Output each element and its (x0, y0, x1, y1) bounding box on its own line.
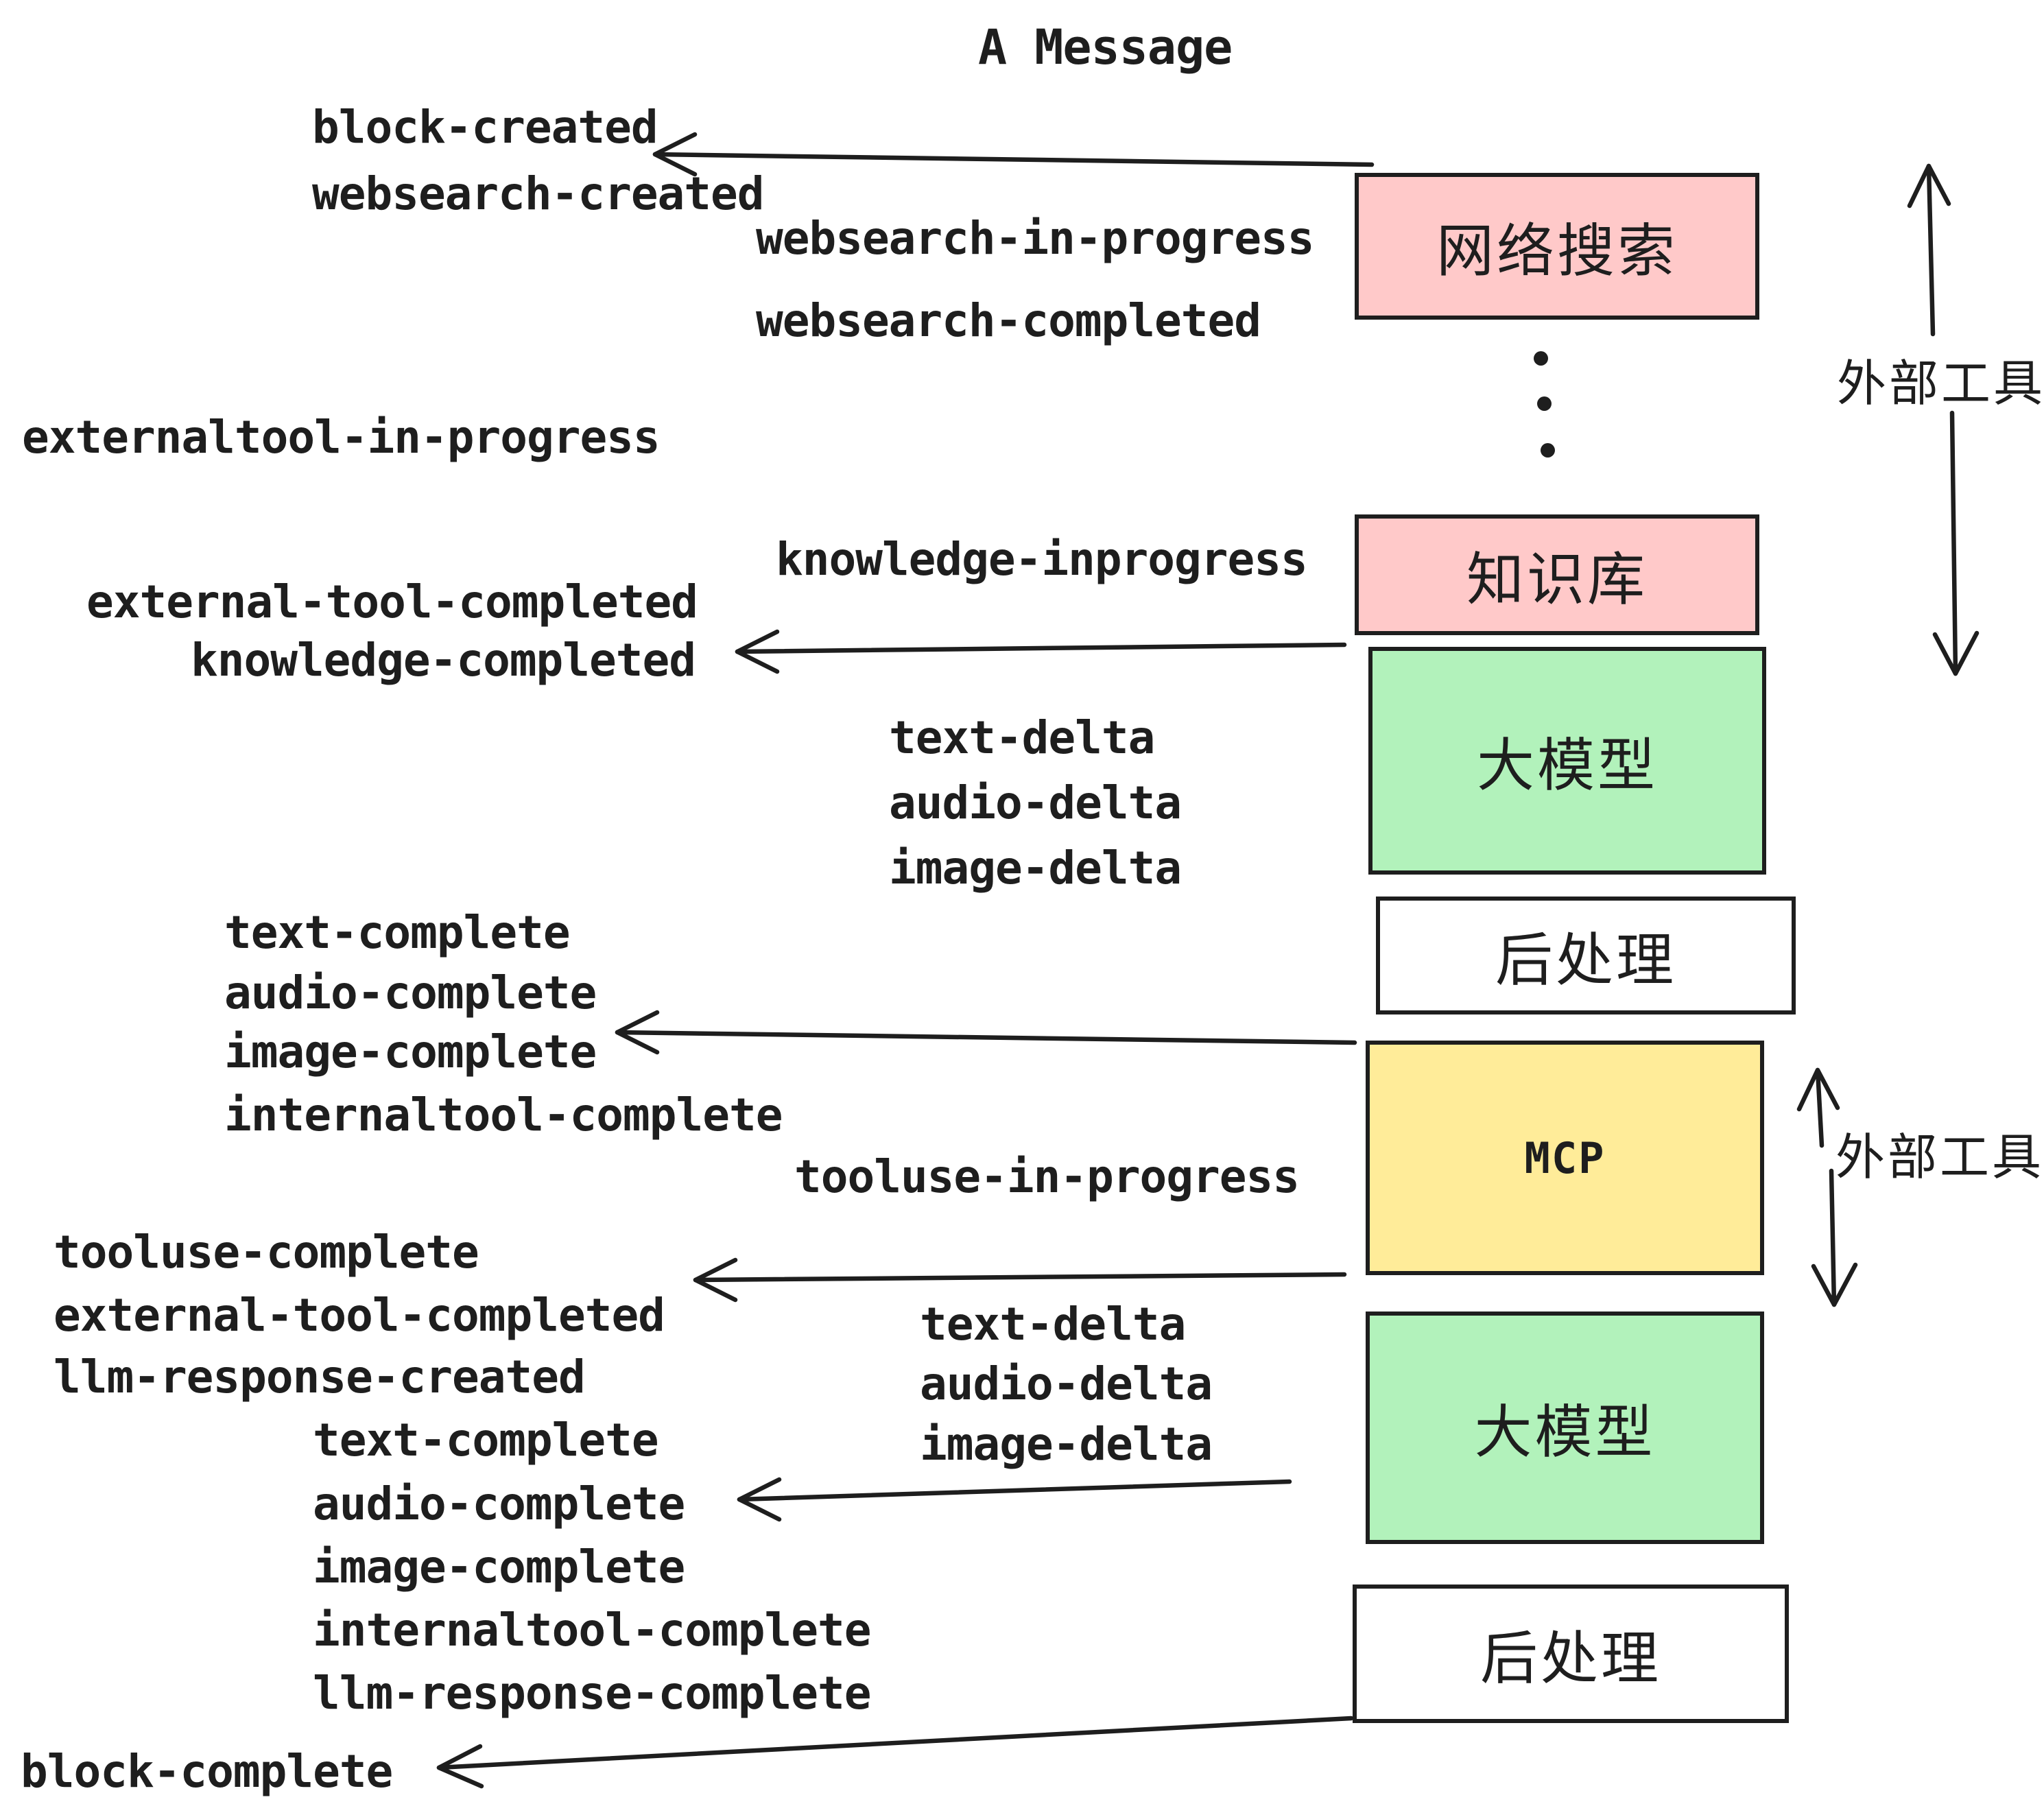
event-label-text-complete-2: text-complete (313, 1414, 659, 1467)
box-knowledge-base: 知识库 (1355, 514, 1759, 635)
event-label-external-tool-completed-2: external-tool-completed (54, 1289, 665, 1342)
box-llm-2: 大模型 (1366, 1312, 1764, 1544)
event-label-llm-response-created: llm-response-created (54, 1351, 586, 1403)
ellipsis-dot (1541, 443, 1555, 458)
box-postprocess-2: 后处理 (1353, 1585, 1789, 1723)
event-label-block-complete: block-complete (21, 1745, 393, 1798)
arrow-to-knowledge-completed (735, 629, 1347, 674)
box-postprocess-1-label: 后处理 (1495, 926, 1676, 994)
event-label-externaltool-in-progress: externaltool-in-progress (22, 411, 661, 464)
event-label-image-complete-1: image-complete (224, 1025, 597, 1078)
arrow-to-block-complete (436, 1716, 1354, 1789)
event-label-websearch-in-progress: websearch-in-progress (756, 212, 1314, 265)
event-label-audio-delta: audio-delta (889, 776, 1182, 829)
arrow-to-image-complete (615, 1010, 1357, 1055)
box-postprocess-1: 后处理 (1376, 897, 1796, 1014)
external-tools-down-arrow-2 (1811, 1168, 1858, 1307)
event-label-image-complete-2: image-complete (313, 1541, 685, 1593)
external-tools-down-arrow-1 (1932, 410, 1980, 676)
page-title: A Message (978, 19, 1233, 75)
event-label-tooluse-complete: tooluse-complete (54, 1226, 479, 1279)
event-label-audio-complete-2: audio-complete (313, 1477, 685, 1530)
side-annotation-external-tools-2: 外部工具 (1835, 1128, 2044, 1186)
event-label-tooluse-in-progress: tooluse-in-progress (794, 1150, 1300, 1203)
external-tools-up-arrow-2 (1796, 1067, 1840, 1148)
event-label-websearch-completed: websearch-completed (756, 294, 1261, 347)
event-label-text-delta-2: text-delta (920, 1298, 1186, 1351)
box-llm-1: 大模型 (1368, 647, 1766, 875)
box-llm-2-label: 大模型 (1474, 1399, 1656, 1466)
box-mcp: MCP (1366, 1041, 1764, 1275)
event-label-external-tool-completed: external-tool-completed (86, 575, 698, 628)
event-label-knowledge-inprogress: knowledge-inprogress (776, 533, 1308, 586)
box-knowledge-base-label: 知识库 (1466, 545, 1648, 613)
box-llm-1-label: 大模型 (1476, 731, 1658, 799)
ellipsis-dot (1534, 351, 1548, 366)
box-postprocess-2-label: 后处理 (1479, 1624, 1661, 1692)
event-label-audio-complete-1: audio-complete (224, 966, 597, 1019)
side-annotation-external-tools-1: 外部工具 (1837, 355, 2044, 412)
event-label-knowledge-completed: knowledge-completed (191, 634, 696, 687)
event-label-internaltool-complete-2: internaltool-complete (313, 1604, 871, 1657)
arrow-to-tooluse-complete (693, 1257, 1347, 1303)
arrow-to-audio-complete (737, 1477, 1292, 1522)
box-mcp-label: MCP (1524, 1132, 1606, 1183)
external-tools-up-arrow-1 (1907, 163, 1951, 337)
event-label-image-delta: image-delta (889, 842, 1182, 894)
event-label-websearch-created: websearch-created (312, 167, 765, 220)
event-label-block-created: block-created (312, 101, 658, 154)
event-label-text-delta: text-delta (889, 711, 1155, 764)
ellipsis-dot (1537, 396, 1552, 411)
event-label-text-complete-1: text-complete (224, 906, 571, 959)
event-label-llm-response-complete: llm-response-complete (313, 1667, 871, 1720)
event-label-internaltool-complete-1: internaltool-complete (224, 1089, 783, 1141)
event-label-image-delta-2: image-delta (920, 1418, 1213, 1471)
box-web-search-label: 网络搜索 (1436, 217, 1678, 285)
event-label-audio-delta-2: audio-delta (920, 1357, 1213, 1410)
box-web-search: 网络搜索 (1355, 173, 1759, 320)
